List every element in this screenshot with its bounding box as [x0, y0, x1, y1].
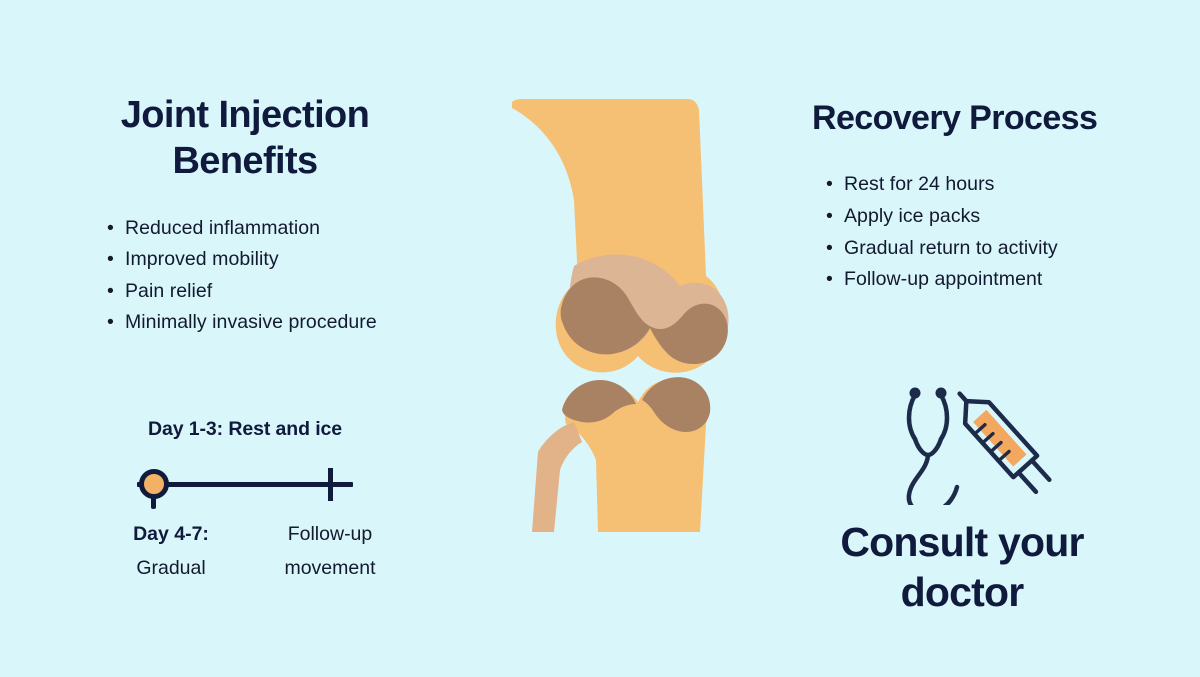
- left-column: Joint Injection Benefits • Reduced infla…: [100, 92, 430, 339]
- recovery-list: • Rest for 24 hours • Apply ice packs • …: [812, 169, 1152, 295]
- consult-heading: Consult your doctor: [840, 519, 1084, 616]
- list-item-label: Gradual return to activity: [844, 236, 1058, 259]
- timeline-node-icon[interactable]: [139, 469, 169, 499]
- syringe-plunger: [1016, 458, 1052, 495]
- tibial-cartilage-left: [562, 380, 636, 423]
- knee-joint-anatomy-illustration: [512, 99, 729, 532]
- stethoscope-right-eartip: [935, 387, 947, 399]
- list-item: • Follow-up appointment: [824, 264, 1152, 296]
- timeline-label-left-rest: Gradual: [136, 556, 206, 579]
- list-item: • Gradual return to activity: [824, 233, 1152, 265]
- list-item: • Improved mobility: [105, 244, 430, 276]
- bullet-dot-icon: •: [107, 311, 114, 334]
- timeline-node-stem-icon: [151, 496, 156, 509]
- syringe-barrel: [962, 398, 1040, 480]
- stethoscope-syringe-icon: [906, 387, 1052, 505]
- timeline-label-right-line1: Follow-up: [287, 523, 373, 545]
- syringe-graduations: [974, 423, 1011, 462]
- timeline-cross-icon: [328, 468, 333, 501]
- timeline-label-left-bold: Day 4-7:: [133, 523, 209, 545]
- bullet-dot-icon: •: [107, 216, 114, 239]
- bullet-dot-icon: •: [826, 205, 833, 228]
- bullet-dot-icon: •: [826, 268, 833, 291]
- syringe-icon: [957, 391, 1052, 495]
- timeline-track: [100, 458, 410, 510]
- right-column-heading: Recovery Process: [812, 99, 1098, 137]
- femur-joint-shadow: [560, 277, 728, 365]
- list-item: • Reduced inflammation: [105, 213, 430, 245]
- list-item-label: Improved mobility: [125, 248, 279, 271]
- right-column: Recovery Process • Rest for 24 hours • A…: [812, 98, 1152, 296]
- syringe-needle: [957, 391, 969, 404]
- list-item: • Rest for 24 hours: [824, 169, 1152, 201]
- list-item-label: Reduced inflammation: [125, 216, 321, 239]
- timeline-label-right: Follow-up movement: [260, 518, 400, 585]
- list-item-label: Follow-up appointment: [844, 268, 1043, 291]
- timeline-label-left: Day 4-7: Gradual: [106, 518, 236, 585]
- bullet-dot-icon: •: [826, 236, 833, 259]
- stethoscope-binaural: [912, 436, 944, 458]
- bullet-dot-icon: •: [826, 173, 833, 196]
- bullet-dot-icon: •: [107, 279, 114, 302]
- timeline-caption-top: Day 1-3: Rest and ice: [147, 418, 343, 440]
- bullet-dot-icon: •: [107, 248, 114, 271]
- timeline-axis-line: [137, 482, 353, 487]
- recovery-timeline: Day 1-3: Rest and ice Day 4-7: Gradual F…: [100, 418, 410, 588]
- list-item-label: Apply ice packs: [844, 205, 981, 228]
- stethoscope-right-eartube: [938, 392, 950, 442]
- list-item: • Minimally invasive procedure: [105, 307, 430, 339]
- benefits-list: • Reduced inflammation • Improved mobili…: [100, 213, 430, 339]
- list-item-label: Pain relief: [125, 279, 213, 302]
- consult-block: Consult your doctor: [812, 375, 1142, 617]
- list-item: • Apply ice packs: [824, 201, 1152, 233]
- stethoscope-left-eartube: [906, 392, 918, 442]
- list-item-label: Rest for 24 hours: [844, 173, 995, 196]
- fibula-bone: [532, 422, 582, 532]
- timeline-label-right-line2: movement: [284, 556, 376, 579]
- stethoscope-left-eartip: [909, 387, 921, 399]
- stethoscope-tube: [906, 452, 960, 505]
- timeline-labels: Day 4-7: Gradual Follow-up movement: [100, 518, 410, 588]
- tibial-cartilage-right: [642, 377, 711, 432]
- list-item-label: Minimally invasive procedure: [125, 311, 377, 334]
- list-item: • Pain relief: [105, 276, 430, 308]
- left-column-heading: Joint Injection Benefits: [120, 94, 370, 183]
